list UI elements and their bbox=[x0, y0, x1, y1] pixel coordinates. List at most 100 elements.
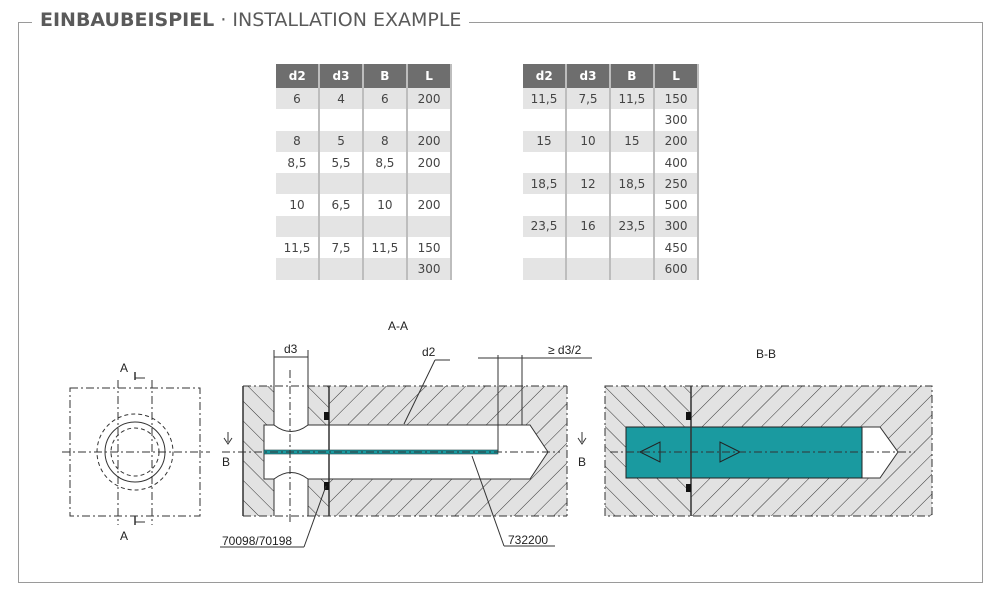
section-aa-label: A-A bbox=[388, 319, 408, 333]
column-header: d2 bbox=[520, 64, 568, 88]
table-row: 450 bbox=[521, 237, 699, 259]
table-cell bbox=[521, 109, 568, 131]
table-cell bbox=[362, 109, 409, 131]
table-cell bbox=[274, 258, 321, 280]
part-number-heater: 732200 bbox=[508, 533, 548, 547]
table-cell bbox=[274, 215, 321, 238]
table-cell: 15 bbox=[609, 130, 656, 152]
front-view bbox=[62, 372, 210, 525]
table-cell: 200 bbox=[406, 151, 452, 174]
table-cell: 200 bbox=[406, 194, 452, 216]
table-cell bbox=[609, 109, 656, 131]
table-cell bbox=[318, 109, 364, 131]
table-row: 600 bbox=[521, 258, 699, 280]
table-cell: 11,5 bbox=[362, 237, 409, 259]
table-cell: 150 bbox=[653, 88, 699, 110]
table-cell bbox=[318, 258, 364, 280]
cut-label-b-left: B bbox=[222, 455, 230, 469]
table-cell: 5,5 bbox=[318, 151, 364, 174]
table-cell bbox=[609, 194, 656, 216]
table-cell bbox=[406, 173, 452, 195]
table-cell: 8,5 bbox=[362, 151, 409, 174]
table-cell: 5 bbox=[318, 130, 364, 152]
table-cell: 23,5 bbox=[609, 215, 656, 238]
table-cell bbox=[609, 151, 656, 174]
table-cell bbox=[521, 194, 568, 216]
table-cell bbox=[609, 258, 656, 280]
table-cell: 15 bbox=[521, 130, 568, 152]
column-header: d3 bbox=[318, 64, 364, 88]
table-cell: 300 bbox=[653, 109, 699, 131]
column-header: L bbox=[653, 64, 699, 88]
table-cell bbox=[362, 215, 409, 238]
table-cell: 6 bbox=[274, 88, 321, 110]
dim-min-distance: ≥ d3/2 bbox=[548, 343, 582, 357]
table-cell: 8,5 bbox=[274, 151, 321, 174]
title-german: EINBAUBEISPIEL bbox=[40, 9, 215, 31]
table-row: 300 bbox=[274, 258, 452, 280]
table-cell: 12 bbox=[565, 173, 611, 195]
table-cell: 8 bbox=[274, 130, 321, 152]
table-cell: 7,5 bbox=[565, 88, 611, 110]
table-cell bbox=[609, 237, 656, 259]
table-row bbox=[274, 109, 452, 131]
table-cell: 11,5 bbox=[274, 237, 321, 259]
table-cell: 7,5 bbox=[318, 237, 364, 259]
table-cell bbox=[521, 151, 568, 174]
table-cell: 10 bbox=[274, 194, 321, 216]
section-bb bbox=[604, 385, 933, 517]
table-cell bbox=[362, 258, 409, 280]
table-cell: 16 bbox=[565, 215, 611, 238]
title-english: INSTALLATION EXAMPLE bbox=[232, 9, 462, 31]
cut-label-a-bottom: A bbox=[120, 529, 128, 543]
table-cell: 300 bbox=[653, 215, 699, 238]
cut-label-b-right: B bbox=[578, 455, 586, 469]
table-cell: 23,5 bbox=[521, 215, 568, 238]
table-cell: 6 bbox=[362, 88, 409, 110]
table-cell bbox=[565, 109, 611, 131]
table-row: 500 bbox=[521, 194, 699, 216]
table-cell bbox=[274, 109, 321, 131]
page-title: EINBAUBEISPIEL · INSTALLATION EXAMPLE bbox=[32, 9, 470, 31]
table-row: 300 bbox=[521, 109, 699, 131]
table-cell: 500 bbox=[653, 194, 699, 216]
dim-d3: d3 bbox=[284, 342, 298, 356]
table-cell: 4 bbox=[318, 88, 364, 110]
table-cell bbox=[362, 173, 409, 195]
part-number-seal: 70098/70198 bbox=[222, 534, 292, 548]
table-cell bbox=[406, 215, 452, 238]
table-cell: 11,5 bbox=[521, 88, 568, 110]
table-cell: 200 bbox=[406, 130, 452, 152]
column-header: d2 bbox=[273, 64, 321, 88]
table-cell: 400 bbox=[653, 151, 699, 174]
section-aa bbox=[220, 350, 592, 548]
table-cell bbox=[274, 173, 321, 195]
table-cell bbox=[565, 194, 611, 216]
table-row bbox=[274, 215, 452, 238]
table-cell bbox=[565, 258, 611, 280]
cut-label-a-top: A bbox=[120, 361, 128, 375]
dim-d2: d2 bbox=[422, 345, 436, 359]
table-cell bbox=[521, 237, 568, 259]
table-cell bbox=[521, 258, 568, 280]
table-cell bbox=[318, 215, 364, 238]
title-separator: · bbox=[220, 9, 227, 31]
section-bb-label: B-B bbox=[756, 347, 776, 361]
drawing-frame bbox=[18, 22, 983, 583]
table-row: 400 bbox=[521, 151, 699, 174]
table-cell bbox=[565, 237, 611, 259]
column-header: L bbox=[406, 64, 452, 88]
table-cell: 18,5 bbox=[609, 173, 656, 195]
table-cell bbox=[565, 151, 611, 174]
table-cell: 18,5 bbox=[521, 173, 568, 195]
column-header: B bbox=[608, 64, 656, 88]
table-cell: 150 bbox=[406, 237, 452, 259]
